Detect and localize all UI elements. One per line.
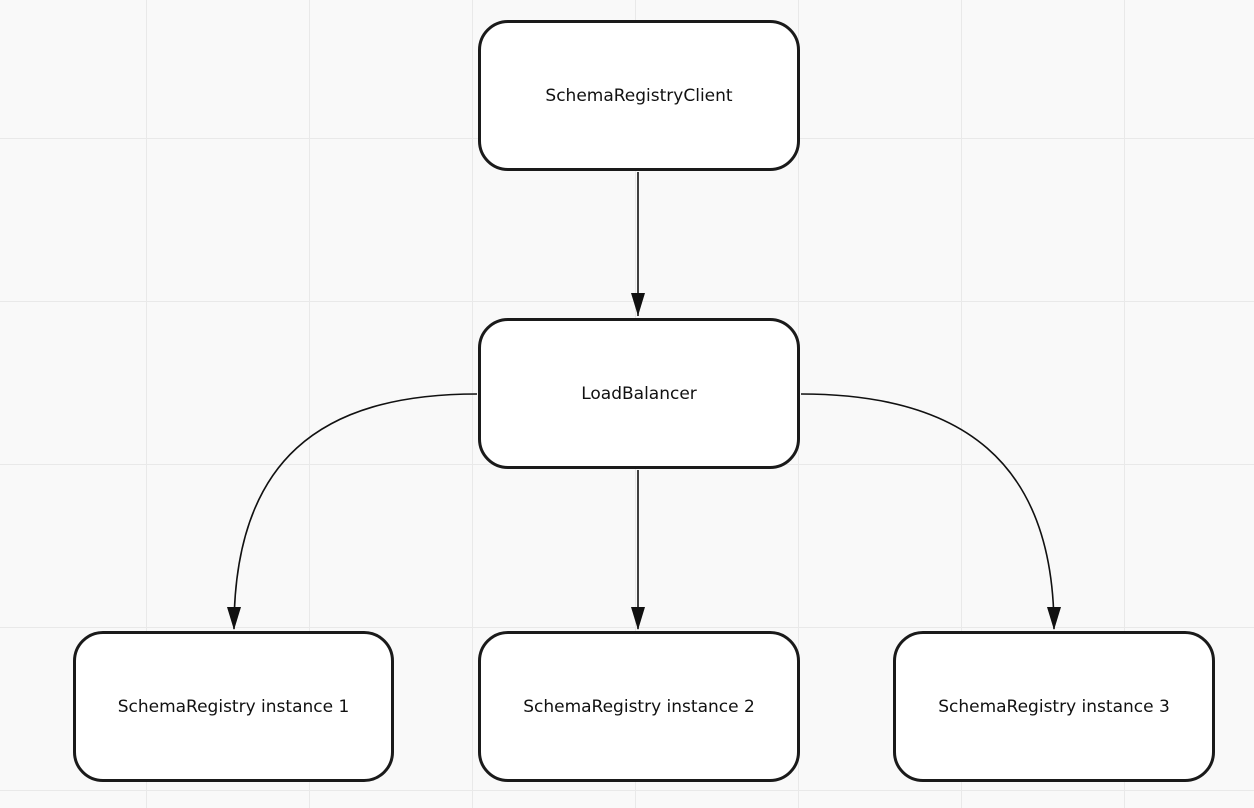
- node-label: SchemaRegistry instance 2: [523, 696, 755, 717]
- edge-loadbalancer-to-instance-2-arrowhead: [631, 607, 645, 630]
- node-load-balancer[interactable]: LoadBalancer: [478, 318, 800, 469]
- node-schema-registry-instance-1[interactable]: SchemaRegistry instance 1: [73, 631, 394, 782]
- node-label: SchemaRegistry instance 3: [938, 696, 1170, 717]
- node-label: LoadBalancer: [581, 383, 697, 404]
- edge-loadbalancer-to-instance-3: [800, 393, 1055, 630]
- node-schema-registry-instance-3[interactable]: SchemaRegistry instance 3: [893, 631, 1215, 782]
- node-schema-registry-client[interactable]: SchemaRegistryClient: [478, 20, 800, 171]
- edge-loadbalancer-to-instance-1: [233, 393, 478, 630]
- edge-client-to-loadbalancer-arrowhead: [631, 293, 645, 316]
- edge-loadbalancer-to-instance-1-arrowhead: [227, 607, 241, 630]
- node-label: SchemaRegistry instance 1: [117, 696, 350, 717]
- node-schema-registry-instance-2[interactable]: SchemaRegistry instance 2: [478, 631, 800, 782]
- edge-loadbalancer-to-instance-3-arrowhead: [1047, 607, 1061, 630]
- node-label: SchemaRegistryClient: [545, 85, 733, 106]
